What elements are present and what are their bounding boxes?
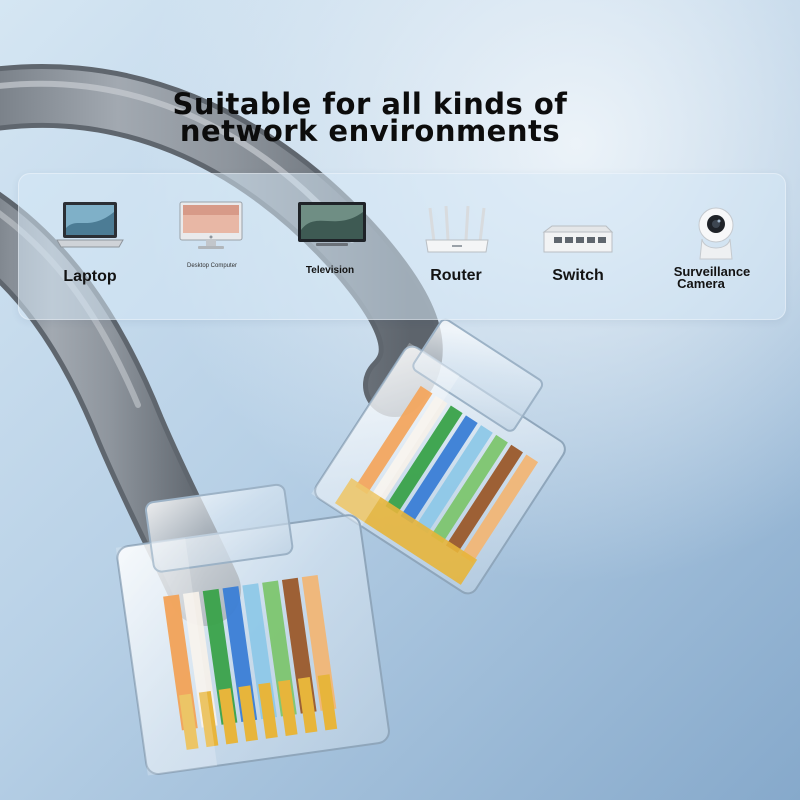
device-label-laptop: Laptop — [63, 268, 117, 285]
surveillance-camera-icon — [698, 207, 734, 260]
device-television — [296, 200, 368, 248]
rj45-plug-upper — [311, 318, 566, 595]
rj45-plug-lower — [115, 483, 390, 776]
device-label-camera-line-2: Camera — [677, 276, 725, 291]
device-label-television: Television — [305, 265, 355, 276]
device-laptop — [55, 198, 125, 254]
device-label-camera-line-1: Surveillance — [673, 264, 751, 279]
desktop-computer-icon — [179, 201, 243, 249]
network-switch-icon — [542, 225, 614, 253]
device-desktop — [178, 200, 244, 250]
television-icon — [298, 202, 366, 246]
device-router — [422, 204, 492, 256]
device-label-switch: Switch — [552, 267, 604, 284]
headline-line-1: Suitable for all kinds of — [172, 87, 568, 121]
device-label-router: Router — [430, 267, 482, 284]
device-switch — [542, 224, 614, 256]
device-label-desktop: Desktop Computer — [186, 263, 238, 269]
device-surveillance-camera — [694, 205, 738, 263]
laptop-icon — [56, 202, 124, 248]
device-panel — [18, 173, 786, 320]
headline-line-2: network environments — [179, 114, 561, 148]
router-icon — [425, 205, 489, 253]
